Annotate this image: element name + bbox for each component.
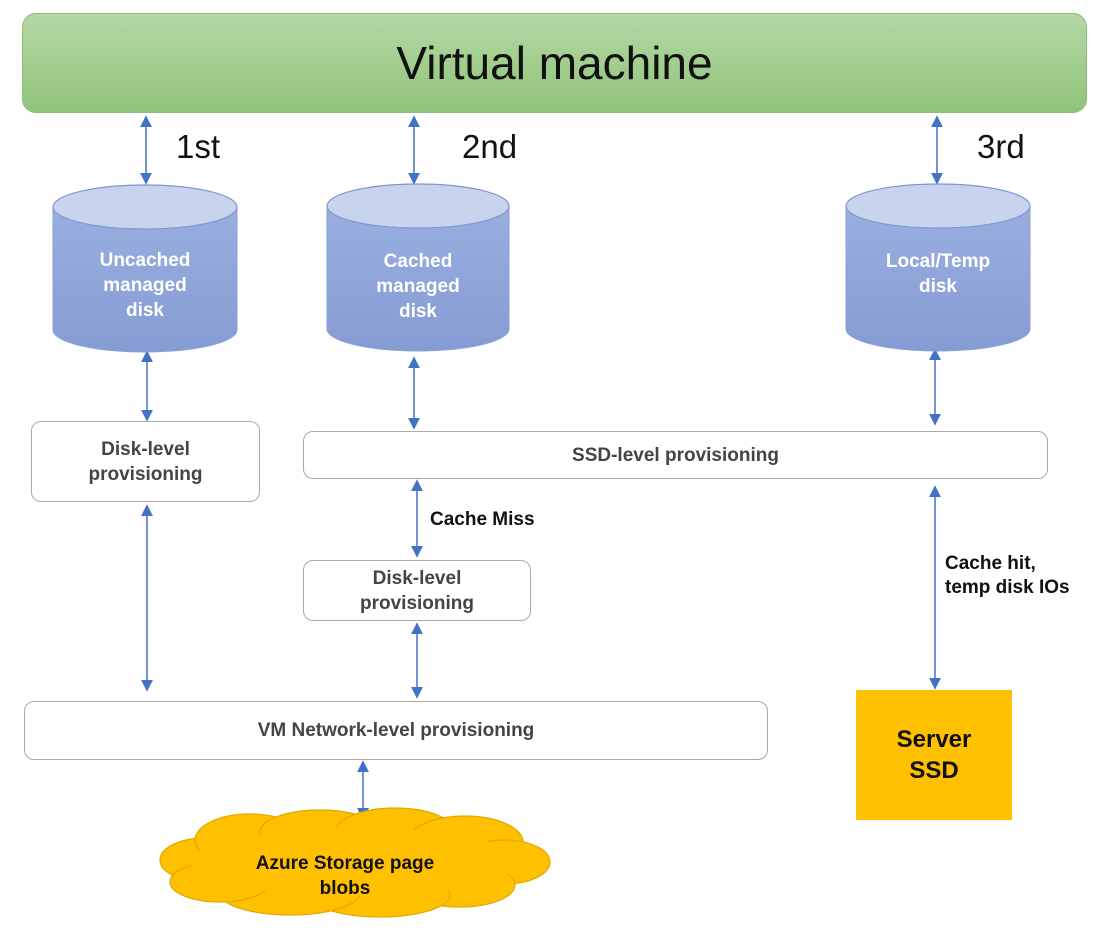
vm-network-level-provisioning: VM Network-level provisioning [24, 701, 768, 760]
cached-disk-label: Cached managed disk [376, 250, 460, 322]
vm-title: Virtual machine [396, 37, 713, 89]
local-temp-disk-label: Local/Temp disk [885, 251, 991, 297]
cache-miss-note: Cache Miss [430, 509, 535, 530]
order-label-2nd: 2nd [462, 128, 518, 165]
cached-disk-cylinder [326, 183, 510, 352]
disk-level-provisioning-mid: Disk-level provisioning [303, 560, 531, 621]
uncached-disk-label: Uncached managed disk [99, 249, 191, 321]
ssd-level-provisioning: SSD-level provisioning [303, 431, 1048, 479]
azure-storage-label: Azure Storage page blobs [255, 853, 435, 899]
virtual-machine-banner: Virtual machine [22, 13, 1087, 113]
server-ssd-box: Server SSD [856, 690, 1012, 820]
disk-level-provisioning-left: Disk-level provisioning [31, 421, 260, 502]
uncached-disk-cylinder [52, 184, 238, 353]
local-temp-disk-cylinder [845, 183, 1031, 352]
azure-storage-cloud [159, 807, 551, 918]
cache-hit-note: Cache hit, temp disk IOs [945, 553, 1070, 598]
order-label-3rd: 3rd [977, 128, 1025, 165]
order-label-1st: 1st [176, 128, 221, 165]
